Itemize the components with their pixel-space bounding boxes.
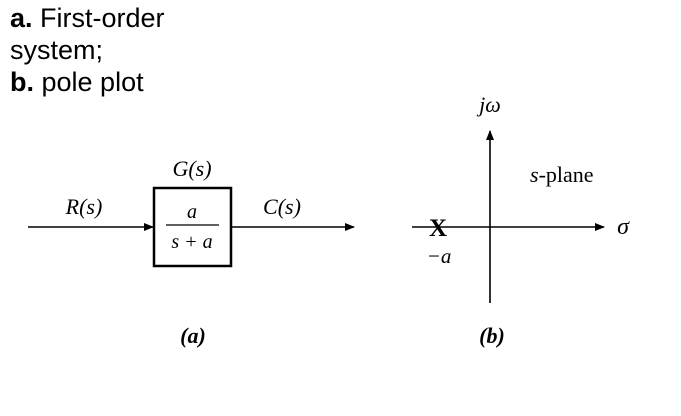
caption-text-first-order: First-order [32, 3, 165, 33]
pole-marker: X [429, 215, 447, 242]
s-plane-label: s-plane [530, 162, 594, 187]
caption-letter-b: b. [10, 67, 34, 97]
s-plane-label-rest: -plane [539, 162, 594, 187]
real-axis-label: σ [617, 214, 630, 240]
caption-line-1: a. First-order [10, 2, 165, 34]
caption-line-3: b. pole plot [10, 66, 165, 98]
tf-denominator: s + a [171, 231, 212, 253]
caption-text-system: system; [10, 35, 104, 65]
block-diagram: G(s) R(s) a s + a C(s) (a) [28, 156, 355, 348]
tf-numerator: a [187, 201, 197, 223]
s-plane-label-var: s [530, 162, 539, 187]
pole-label: −a [427, 244, 452, 268]
caption-letter-a: a. [10, 3, 33, 33]
figure-caption: a. First-order system; b. pole plot [10, 2, 165, 98]
block-name-label: G(s) [172, 156, 211, 181]
output-label: C(s) [263, 194, 301, 219]
caption-text-pole-plot: pole plot [34, 67, 144, 97]
pole-plot: jω σ s-plane X −a (b) [412, 92, 630, 348]
caption-line-2: system; [10, 34, 165, 66]
input-label: R(s) [65, 194, 103, 219]
imaginary-axis-label: jω [476, 92, 501, 117]
transfer-function-block [152, 186, 233, 268]
sublabel-a: (a) [180, 323, 206, 348]
sublabel-b: (b) [479, 323, 505, 348]
